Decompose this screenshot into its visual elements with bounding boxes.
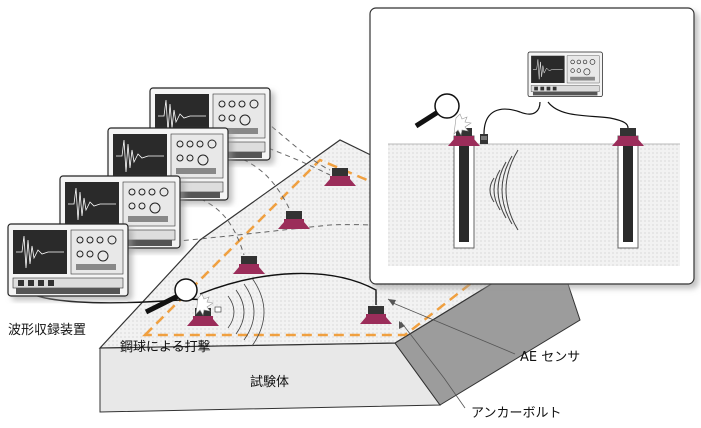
sensor-cable xyxy=(199,272,377,305)
steel-ball-impact-label: 鋼球による打撃 xyxy=(120,340,211,355)
oscilloscope-icon xyxy=(7,223,129,297)
inset-cable-right xyxy=(547,101,629,129)
cross-section-inset xyxy=(369,7,695,285)
inset-wave-icon xyxy=(489,149,519,231)
inset-magnifier-icon xyxy=(414,93,472,136)
magnifier-hammer-icon xyxy=(144,278,214,316)
anchor-bolt-label: アンカーボルト xyxy=(471,406,562,421)
specimen-label: 試験体 xyxy=(250,375,290,390)
inset-cable-left xyxy=(483,101,541,135)
inset-ae-sensor xyxy=(480,134,488,144)
recorder-label: 波形収録装置 xyxy=(8,323,87,338)
acoustic-wave-icon xyxy=(227,277,265,347)
inset-oscilloscope-icon xyxy=(527,51,603,98)
inset-anchor-left xyxy=(448,128,480,249)
ae-sensor-label: AE センサ xyxy=(520,350,581,365)
inset-anchor-right xyxy=(612,128,644,249)
leader-lines xyxy=(387,298,516,409)
